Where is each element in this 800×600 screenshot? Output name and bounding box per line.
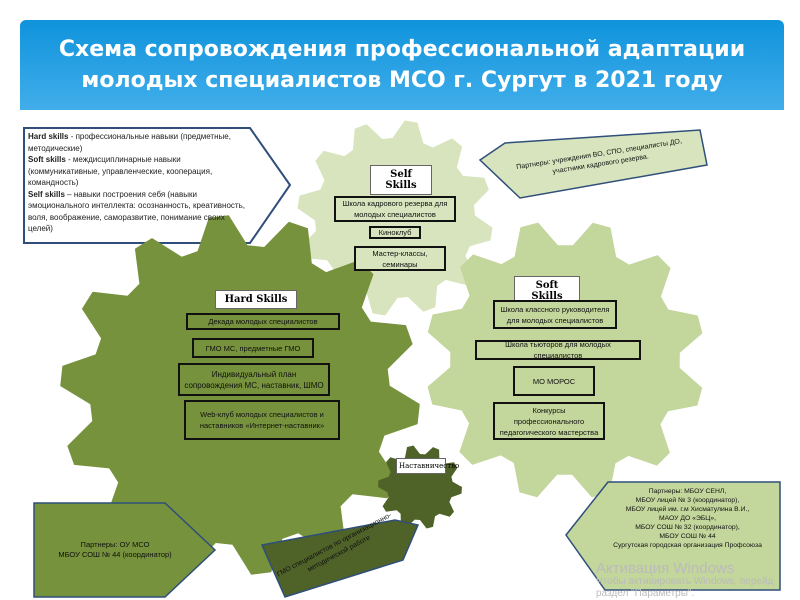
hard-partners-arrow [33, 502, 217, 598]
hard-item: ГМО МС, предметные ГМО [192, 338, 314, 358]
watermark-text: Чтобы активировать Windows, перейд [596, 576, 774, 587]
partner-line: МБОУ СОШ № 32 (координатор), [635, 524, 740, 531]
hard-definition: - профессиональные навыки (предметные, м… [28, 132, 231, 153]
hard-item: Декада молодых специалистов [186, 313, 340, 330]
title-banner: Схема сопровождения профессиональной ада… [20, 20, 784, 110]
self-term: Self skills [28, 189, 65, 199]
windows-activation-watermark: Активация Windows Чтобы активировать Win… [596, 561, 773, 600]
self-skills-title: Self Skills [370, 165, 432, 195]
self-definition: – навыки построения себя (навыки эмоцион… [28, 189, 245, 234]
self-item: Школа кадрового резерва для молодых спец… [334, 196, 456, 222]
title-line-1: Схема сопровождения профессиональной ада… [58, 37, 746, 62]
soft-term: Soft skills [28, 155, 66, 164]
gmo-arrow [260, 519, 420, 598]
soft-item: Школа классного руководителя для молодых… [493, 300, 617, 329]
partner-line: Сургутская городская организация Профсою… [613, 542, 762, 549]
soft-partners-text: Партнеры: МБОУ СЕНЛ, МБОУ лицей № 3 (коо… [600, 487, 775, 550]
partner-line: МБОУ лицей № 3 (координатор), [635, 497, 740, 504]
watermark-title: Активация Windows [596, 560, 735, 577]
self-partners-arrow [478, 129, 708, 199]
partner-line: Партнеры: МБОУ СЕНЛ, [648, 488, 727, 495]
hard-term: Hard skills [28, 132, 69, 141]
legend-arrow-shape [23, 127, 292, 244]
hard-item: Web-клуб молодых специалистов и наставни… [184, 400, 340, 440]
watermark-text: раздел "Параметры". [596, 588, 695, 599]
title-line-2: молодых специалистов МСО г. Сургут в 202… [81, 68, 723, 93]
partner-line: МБОУ СОШ № 44 (координатор) [58, 550, 172, 559]
partner-line: МБОУ лицей им. г.м Хисматулина В.И., [625, 506, 750, 513]
self-item: Киноклуб [369, 226, 421, 239]
soft-item: Школа тьюторов для молодых специалистов [475, 340, 641, 360]
partner-line: Партнеры: ОУ МСО [80, 540, 150, 549]
soft-partners-arrow [565, 481, 781, 591]
soft-definition: - междисциплинарные навыки (коммуникатив… [28, 155, 213, 187]
soft-item: МО МОРОС [513, 366, 595, 396]
partner-line: МАОУ ДО «ЭБЦ», [659, 515, 716, 522]
hard-skills-title: Hard Skills [215, 290, 297, 309]
soft-item: Конкурсы профессионального педагогическо… [493, 402, 605, 440]
skills-legend: Hard skills - профессиональные навыки (п… [28, 131, 248, 235]
mentorship-title: Наставничество [396, 458, 459, 474]
self-item: Мастер-классы, семинары [354, 246, 446, 271]
hard-partners-text: Партнеры: ОУ МСО МБОУ СОШ № 44 (координа… [40, 540, 190, 560]
hard-item: Индивидуальный план сопровождения МС, на… [178, 363, 330, 396]
partner-line: МБОУ СОШ № 44 [659, 533, 716, 540]
